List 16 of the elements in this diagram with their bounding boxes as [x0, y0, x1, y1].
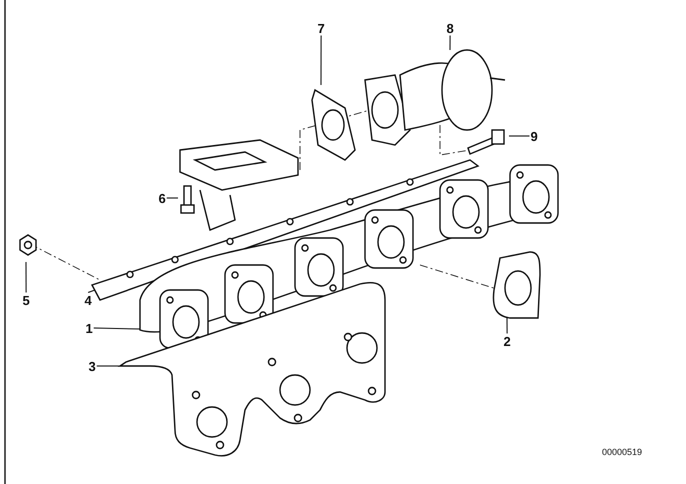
drawing-number: 00000519	[602, 447, 642, 457]
callout-number: 8	[446, 22, 454, 34]
callout-number: 9	[530, 130, 538, 142]
leader-line	[450, 35, 451, 50]
callout-number: 3	[88, 360, 96, 372]
callout-number: 7	[318, 22, 325, 34]
callout-number: 2	[504, 334, 511, 348]
callout-number: 4	[84, 294, 92, 306]
leader-line	[88, 290, 96, 293]
leader-line	[506, 318, 508, 334]
callout-number: 6	[158, 192, 166, 204]
callout-number: 1	[86, 322, 93, 334]
callout-number: 5	[22, 294, 30, 306]
leader-line	[320, 35, 322, 86]
leader-line	[93, 328, 140, 330]
leader-line	[26, 262, 27, 293]
